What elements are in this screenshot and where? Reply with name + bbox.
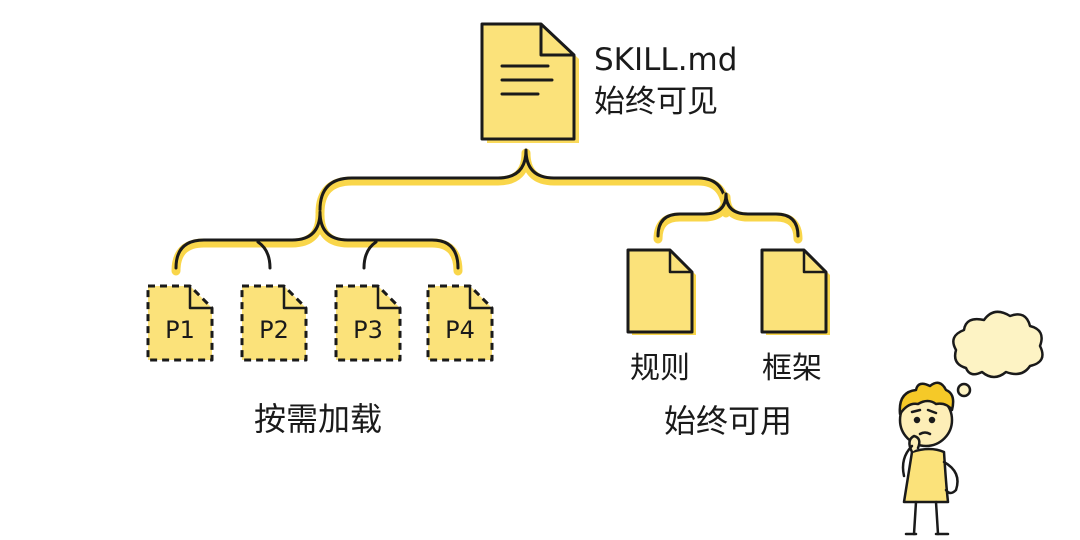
on-demand-caption: 按需加载 <box>254 400 382 438</box>
always-available-docs: 规则 框架 <box>626 248 830 386</box>
thinking-person-icon <box>898 381 959 536</box>
framework-label: 框架 <box>762 351 822 386</box>
skill-md-document-icon <box>480 22 579 143</box>
page-p1: P1 <box>146 284 214 362</box>
rules-label: 规则 <box>630 351 690 386</box>
on-demand-brace <box>171 210 463 276</box>
always-available-caption: 始终可用 <box>664 402 792 440</box>
page-p4: P4 <box>426 284 494 362</box>
framework-document-icon <box>760 248 830 335</box>
page-label: P3 <box>353 316 383 344</box>
main-brace <box>315 148 731 218</box>
root-caption: 始终可见 <box>594 84 718 120</box>
thought-bubble-icon <box>942 310 1044 410</box>
root-filename: SKILL.md <box>594 42 737 78</box>
page-p2: P2 <box>240 284 308 362</box>
rules-document-icon <box>626 248 696 335</box>
page-label: P4 <box>445 316 475 344</box>
page-label: P2 <box>259 316 289 344</box>
always-available-brace <box>653 192 803 244</box>
on-demand-pages: P1 P2 P3 P4 <box>146 284 494 362</box>
page-p3: P3 <box>334 284 402 362</box>
page-label: P1 <box>165 316 195 344</box>
